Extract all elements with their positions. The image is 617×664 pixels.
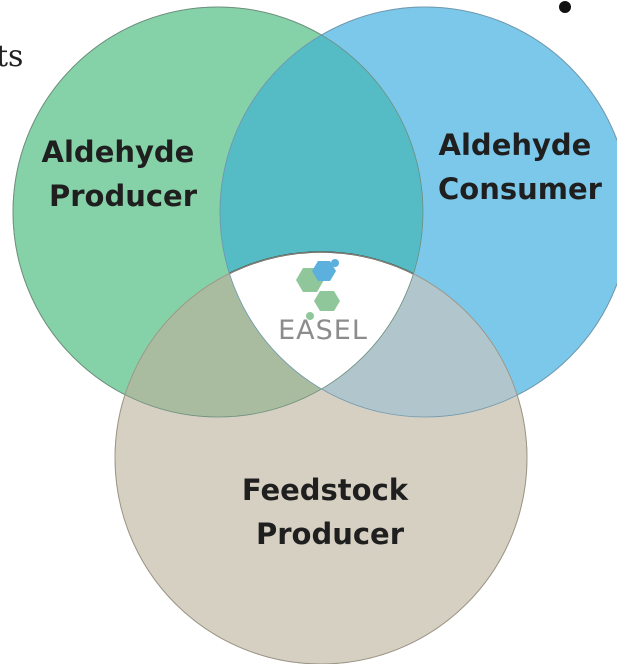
feedstock-producer-label-line1: Feedstock (242, 473, 409, 507)
feedstock-producer-label-line2: Producer (256, 517, 405, 551)
producer-feedstock-overlap (115, 252, 423, 417)
aldehyde-producer-label-line2: Producer (49, 179, 198, 213)
easel-hexagon-logo-icon (296, 259, 340, 320)
aldehyde-consumer-outline (219, 6, 617, 418)
fragment-text: ts (0, 39, 23, 74)
aldehyde-consumer-label-line2: Consumer (438, 172, 603, 206)
aldehyde-producer-outline (12, 6, 424, 418)
consumer-feedstock-overlap (220, 252, 527, 417)
aldehyde-consumer-label: Aldehyde Consumer (438, 128, 603, 206)
easel-logo-text: EASEL (278, 315, 368, 346)
aldehyde-consumer-label-line1: Aldehyde (439, 128, 592, 162)
aldehyde-producer-label-line1: Aldehyde (42, 135, 195, 169)
bullet-dot-icon (559, 1, 571, 13)
aldehyde-producer-label: Aldehyde Producer (42, 135, 205, 213)
feedstock-producer-label: Feedstock Producer (242, 473, 418, 551)
feedstock-producer-outline (114, 251, 528, 664)
